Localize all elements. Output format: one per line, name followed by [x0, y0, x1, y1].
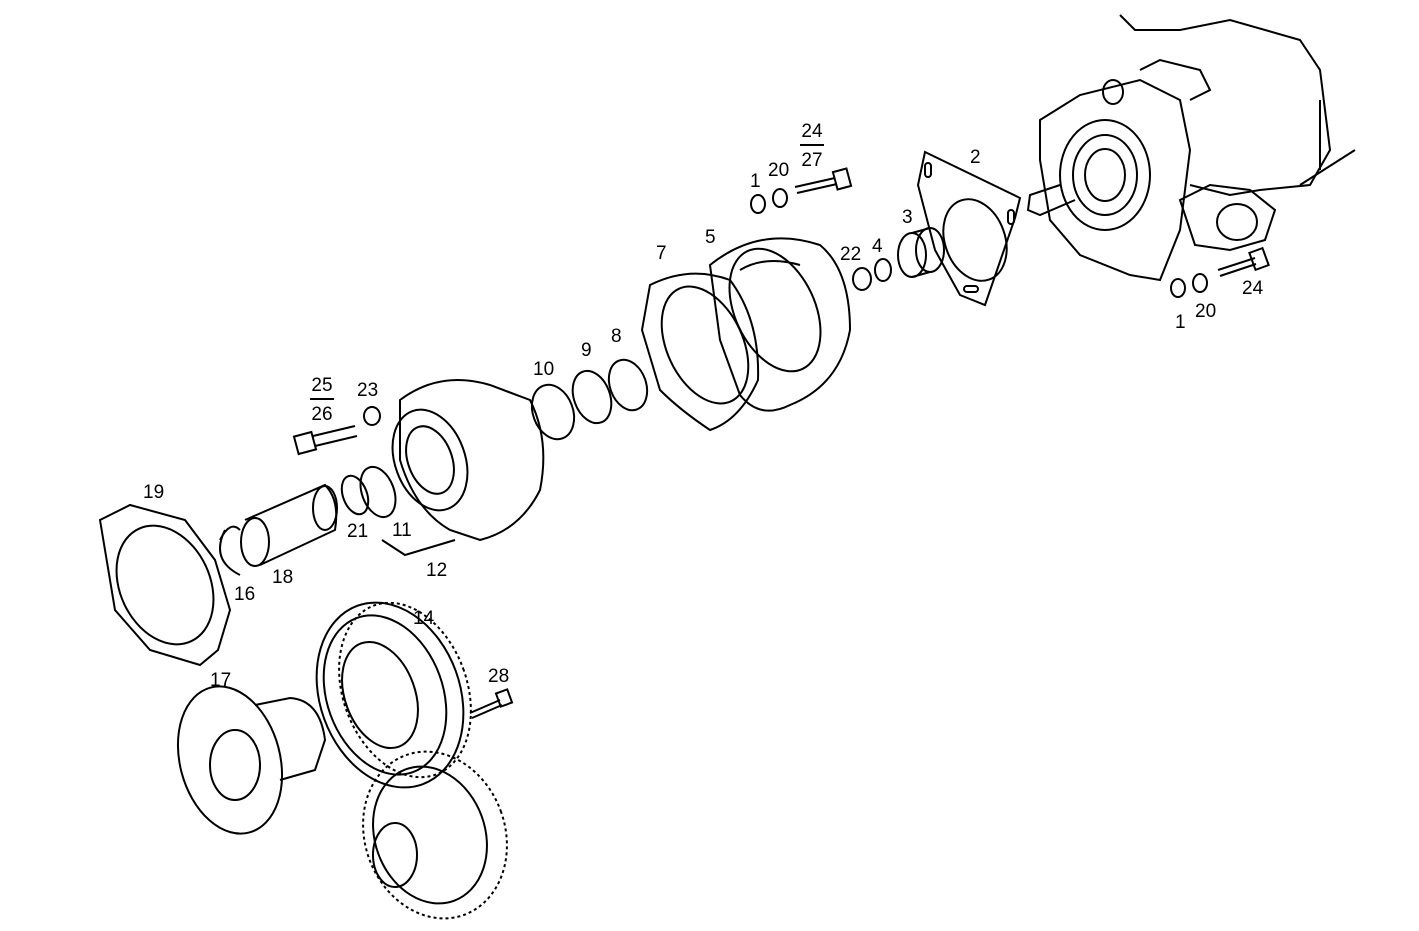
label-part-1-top[interactable]: 1	[750, 171, 761, 192]
seal-ring-9	[571, 369, 613, 425]
label-part-12[interactable]: 12	[426, 560, 448, 581]
label-part-23[interactable]: 23	[357, 380, 379, 401]
washer-4	[874, 258, 892, 282]
nut-22	[852, 267, 872, 291]
label-part-9[interactable]: 9	[581, 340, 592, 361]
bushing-11	[359, 465, 397, 519]
label-part-1-right[interactable]: 1	[1175, 312, 1186, 333]
label-part-17[interactable]: 17	[210, 670, 232, 691]
label-part-11[interactable]: 11	[392, 520, 412, 541]
circlip-21	[340, 474, 370, 516]
label-part-28[interactable]: 28	[488, 666, 510, 687]
label-part-19[interactable]: 19	[143, 482, 165, 503]
bracket-12	[381, 539, 456, 557]
gasket-19	[98, 503, 232, 667]
label-part-20-right[interactable]: 20	[1195, 301, 1217, 322]
label-part-16[interactable]: 16	[234, 584, 256, 605]
bearing-housing-12	[391, 379, 545, 542]
screw-28	[469, 688, 514, 719]
bolt-25-26	[292, 406, 381, 456]
fraction-bar	[800, 144, 824, 146]
label-part-14[interactable]: 14	[413, 608, 435, 629]
adapter-housing-5	[708, 237, 852, 412]
label-part-5[interactable]: 5	[705, 227, 716, 248]
hub-17	[176, 685, 327, 835]
circlip-16	[219, 525, 241, 576]
fraction-bottom: 26	[311, 404, 333, 425]
label-part-10[interactable]: 10	[533, 359, 555, 380]
fraction-top: 24	[801, 121, 823, 142]
label-part-25-26[interactable]: 25 26	[310, 376, 334, 424]
label-part-18[interactable]: 18	[272, 567, 294, 588]
splined-shaft-18	[240, 483, 338, 567]
fraction-bottom: 27	[801, 150, 823, 171]
label-part-4[interactable]: 4	[872, 236, 883, 257]
gear-lower	[362, 750, 508, 920]
gear-3	[897, 227, 945, 278]
bolt-24-27-top	[750, 167, 853, 214]
gasket-7	[640, 272, 760, 432]
bolt-24-right	[1170, 246, 1270, 298]
label-part-24-right[interactable]: 24	[1242, 278, 1264, 299]
injection-pump-body	[1026, 14, 1356, 282]
snap-ring-8	[607, 358, 649, 412]
label-part-7[interactable]: 7	[656, 243, 667, 264]
fraction-bar	[310, 398, 334, 400]
label-part-2[interactable]: 2	[970, 147, 981, 168]
flange-plate-2	[916, 150, 1022, 307]
label-part-8[interactable]: 8	[611, 326, 622, 347]
gear-14	[315, 601, 472, 789]
fraction-top: 25	[311, 375, 333, 396]
label-part-21[interactable]: 21	[347, 521, 369, 542]
label-part-22[interactable]: 22	[840, 244, 862, 265]
label-part-3[interactable]: 3	[902, 207, 913, 228]
label-part-24-27[interactable]: 24 27	[800, 122, 824, 170]
o-ring-10	[530, 383, 576, 441]
label-part-20-top[interactable]: 20	[768, 160, 790, 181]
